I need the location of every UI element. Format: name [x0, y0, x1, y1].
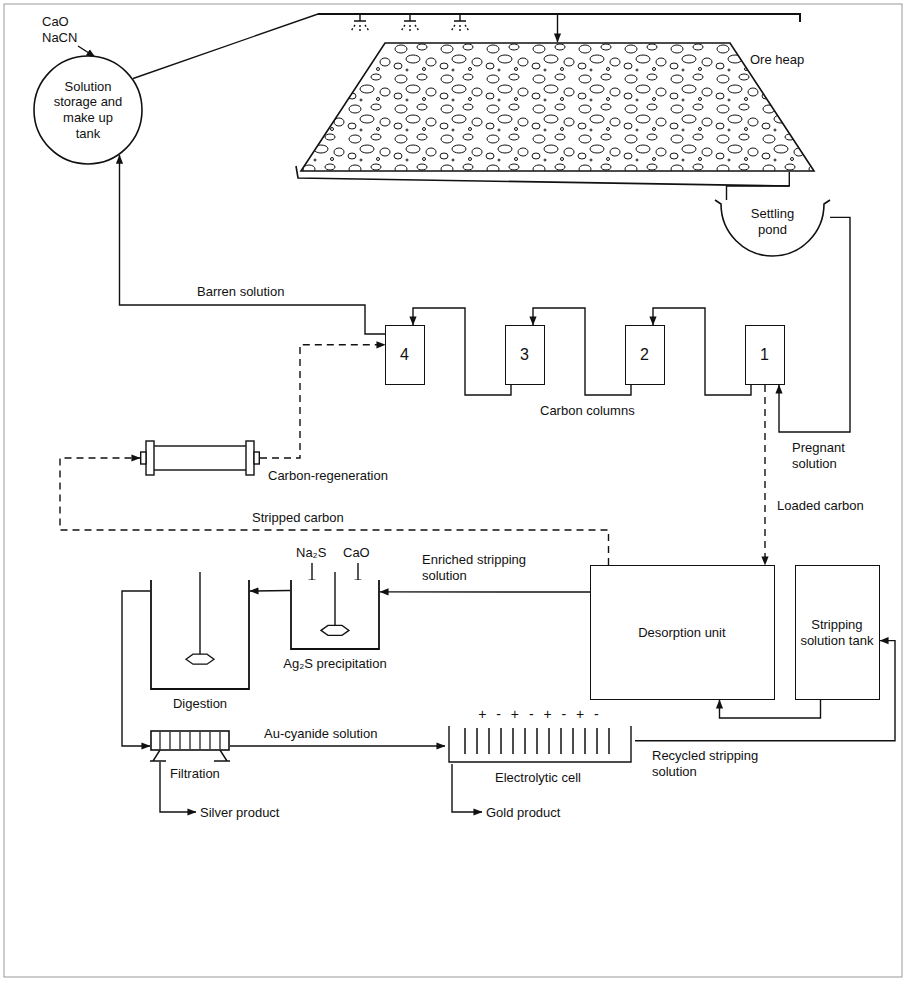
carbon-column: 1 — [745, 325, 785, 385]
flow-label: Barren solution — [195, 284, 286, 300]
settling-pond: Settling pond — [715, 200, 830, 258]
process-box: Desorption unit — [590, 565, 775, 700]
solution-flow — [720, 700, 821, 718]
solution-flow — [250, 590, 290, 592]
process-box: Stripping solution tank — [795, 565, 880, 700]
node-label: Ag₂S precipitation — [278, 656, 392, 672]
node-label: Desorption unit — [637, 625, 727, 641]
flow-label: NaCN — [42, 30, 77, 46]
regeneration-kiln — [141, 441, 260, 475]
solution-flow — [230, 745, 445, 746]
solution-flow — [727, 172, 790, 200]
carbon-flow — [60, 458, 609, 565]
solution-flow — [120, 155, 386, 334]
storage-tank: Solution storage and make up tank — [33, 55, 143, 165]
flow-label: Loaded carbon — [775, 498, 866, 514]
solution-flow — [653, 308, 751, 395]
regeneration-unit: Carbon-regeneration — [140, 440, 260, 476]
filter-plates — [160, 732, 220, 749]
flow-label: CaO — [343, 545, 370, 561]
node-label: Filtration — [170, 766, 220, 782]
node-label: + - + - + - + - — [445, 706, 635, 723]
carbon-flow — [764, 385, 765, 565]
pond-outline — [715, 200, 830, 256]
node-label: 3 — [505, 345, 543, 364]
precipitation-tank-shape — [290, 580, 380, 650]
solution-flow — [122, 591, 150, 746]
ore-heap: Ore heap — [300, 42, 815, 172]
node-label: Stripping solution tank — [799, 617, 875, 648]
precipitation-tank: Ag₂S precipitation — [290, 580, 380, 650]
flow-label: Gold product — [486, 805, 560, 821]
ore-heap-shape — [300, 42, 815, 172]
solution-flow — [380, 591, 590, 592]
flow-label: Au-cyanide solution — [262, 726, 379, 742]
flow-label: Recycled stripping solution — [650, 748, 794, 779]
node-label: 4 — [385, 345, 423, 364]
carbon-column: 3 — [505, 325, 545, 385]
stirrer-shaft — [334, 572, 335, 630]
electrolytic-cell: + - + - + - + -Electrolytic cell — [445, 706, 635, 764]
stirrer-impeller — [186, 654, 214, 664]
filter-stand — [150, 750, 230, 761]
node-label: Digestion — [155, 696, 245, 712]
digestion-tank-shape — [150, 580, 250, 690]
tank-outline — [34, 56, 142, 164]
electrodes — [465, 728, 609, 754]
carbon-column: 4 — [385, 325, 425, 385]
digestion-tank: Digestion — [150, 580, 250, 690]
node-label: Carbon-regeneration — [268, 468, 388, 484]
node-sublabel: Electrolytic cell — [495, 770, 581, 786]
flow-label: CaO — [42, 14, 69, 30]
filtration-unit: Filtration — [150, 730, 230, 762]
solution-flow — [533, 308, 631, 395]
carbon-column: 2 — [625, 325, 665, 385]
heap-outline — [301, 43, 814, 171]
flow-label: Silver product — [200, 805, 279, 821]
stirrer-shaft — [199, 572, 200, 659]
product-arrow — [452, 764, 482, 812]
cell-bath — [449, 726, 631, 762]
filter-press — [151, 731, 229, 750]
figure-frame — [4, 4, 902, 977]
node-label: 2 — [625, 345, 663, 364]
stirrer-impeller — [321, 625, 349, 635]
node-label: 1 — [745, 345, 783, 364]
spray-pipe — [318, 14, 800, 22]
flow-label: Na₂S — [296, 545, 326, 561]
flow-label: Carbon columns — [540, 403, 635, 419]
sprinkler-heads — [351, 14, 469, 32]
flow-label: Enriched stripping solution — [420, 552, 549, 583]
solution-flow — [413, 308, 511, 395]
node-label: Settling pond — [737, 206, 808, 237]
flow-label: Pregnant solution — [790, 440, 889, 471]
carbon-flow — [260, 345, 385, 458]
regeneration-unit-shape — [140, 440, 260, 476]
flow-label: Stripped carbon — [250, 510, 346, 526]
node-label: Ore heap — [750, 52, 804, 68]
node-label: Solution storage and make up tank — [50, 79, 126, 141]
filtration-unit-shape — [150, 730, 230, 762]
